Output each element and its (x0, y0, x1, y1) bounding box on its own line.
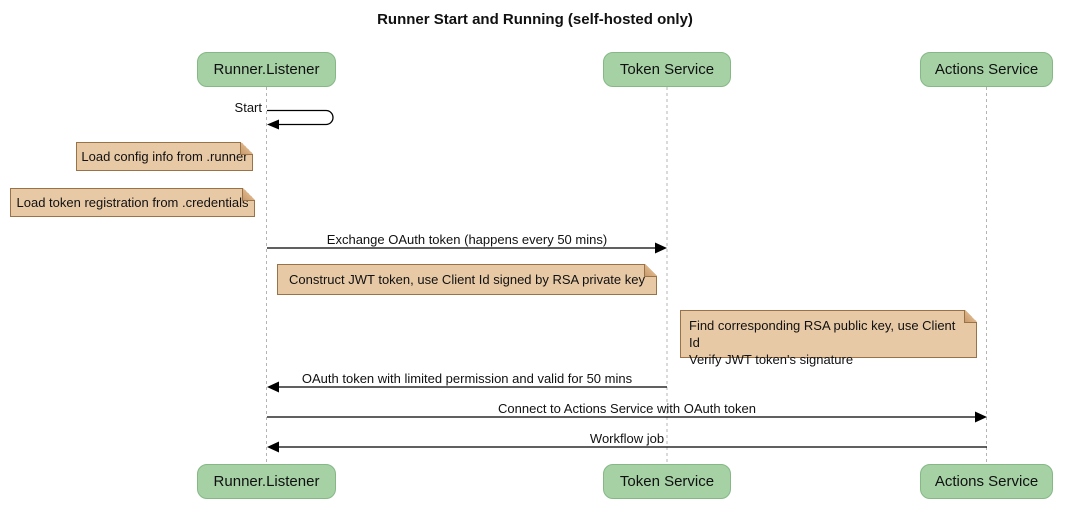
participant-label: Runner.Listener (213, 473, 320, 490)
message-exchange-oauth-label: Exchange OAuth token (happens every 50 m… (326, 232, 608, 247)
arrowhead-icon (267, 441, 279, 453)
participant-label: Actions Service (934, 61, 1039, 78)
participant-token-service-top: Token Service (603, 52, 731, 87)
participant-token-service-bottom: Token Service (603, 464, 731, 499)
message-workflow-job-label: Workflow job (589, 431, 665, 446)
arrowhead-icon (267, 381, 279, 393)
note-load-token-registration: Load token registration from .credential… (10, 188, 255, 217)
message-connect-actions-label: Connect to Actions Service with OAuth to… (498, 401, 756, 416)
message-oauth-return-label: OAuth token with limited permission and … (301, 371, 633, 386)
arrowhead-icon (267, 119, 279, 130)
note-verify-jwt: Find corresponding RSA public key, use C… (680, 310, 977, 367)
arrowhead-icon (655, 242, 667, 254)
arrowhead-icon (975, 411, 987, 423)
participant-runner-listener-top: Runner.Listener (197, 52, 336, 87)
self-message-loop (267, 109, 334, 126)
participant-label: Actions Service (934, 473, 1039, 490)
participant-actions-service-bottom: Actions Service (920, 464, 1053, 499)
note-line: Verify JWT token's signature (689, 352, 854, 367)
diagram-title: Runner Start and Running (self-hosted on… (377, 11, 693, 28)
message-start-label: Start (234, 100, 262, 115)
participant-label: Runner.Listener (213, 61, 320, 78)
note-construct-jwt: Construct JWT token, use Client Id signe… (277, 264, 657, 295)
participant-label: Token Service (619, 473, 715, 490)
note-load-config: Load config info from .runner (76, 142, 253, 171)
participant-runner-listener-bottom: Runner.Listener (197, 464, 336, 499)
participant-actions-service-top: Actions Service (920, 52, 1053, 87)
participant-label: Token Service (619, 61, 715, 78)
note-line: Find corresponding RSA public key, use C… (689, 318, 956, 350)
